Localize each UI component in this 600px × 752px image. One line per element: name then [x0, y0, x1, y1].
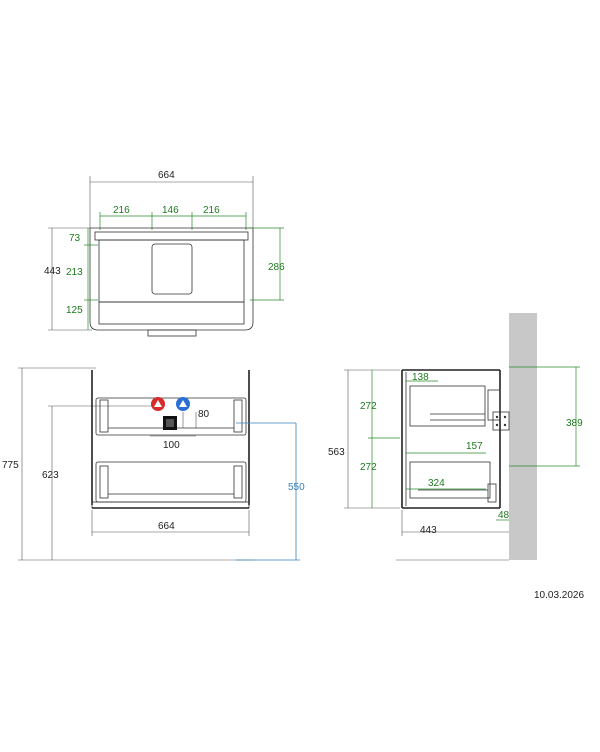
side-view: 563 272 272 138 157 324 [328, 313, 583, 561]
side-drawer-bottom-label: 272 [360, 462, 377, 473]
side-dim-324-label: 324 [428, 478, 445, 489]
side-dim-48-label: 48 [498, 510, 510, 521]
top-width-label: 664 [158, 170, 175, 181]
side-dim-138-label: 138 [412, 372, 429, 383]
front-height-623-label: 623 [42, 470, 59, 481]
front-view: 775 623 80 100 [2, 367, 305, 561]
top-inner-depth-label: 286 [268, 262, 285, 273]
front-height-550-label: 550 [288, 482, 305, 493]
wall [509, 313, 537, 560]
side-wall-389-label: 389 [566, 418, 583, 429]
side-drawer-top-label: 272 [360, 401, 377, 412]
top-view: 664 216 146 216 443 73 213 125 286 [44, 170, 285, 337]
side-dim-157-label: 157 [466, 441, 483, 452]
front-width-label: 664 [158, 521, 175, 532]
top-depth-bottom-label: 125 [66, 305, 83, 316]
top-width-left-label: 216 [113, 205, 130, 216]
front-total-height-label: 775 [2, 460, 19, 471]
top-width-mid-label: 146 [162, 205, 179, 216]
top-depth-top-label: 73 [69, 233, 81, 244]
top-depth-label: 443 [44, 266, 61, 277]
side-depth-label: 443 [420, 525, 437, 536]
front-offset-80-label: 80 [198, 409, 210, 420]
side-height-label: 563 [328, 447, 345, 458]
top-depth-mid-label: 213 [66, 267, 83, 278]
drawing-date: 10.03.2026 [534, 590, 585, 601]
top-width-right-label: 216 [203, 205, 220, 216]
front-spacing-100-label: 100 [163, 440, 180, 451]
